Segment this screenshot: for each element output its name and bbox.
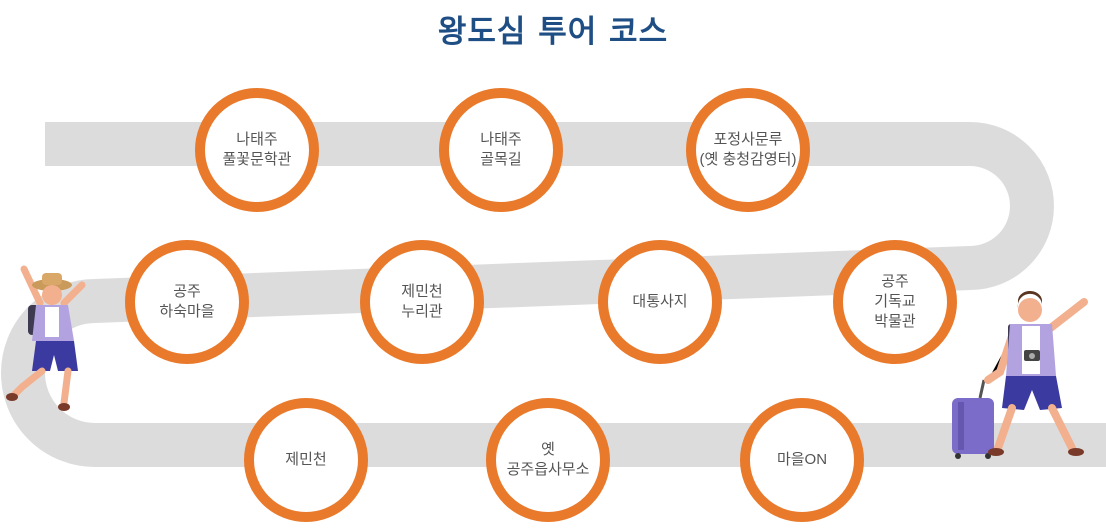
stop-pojeongsa-gate[interactable]: 포정사문루 (옛 충청감영터) xyxy=(686,88,810,212)
stop-pulkkot-literature-hall[interactable]: 나태주 풀꽃문학관 xyxy=(195,88,319,212)
traveler-right-illustration xyxy=(952,290,1088,459)
stop-maeul-on[interactable]: 마을ON xyxy=(740,398,864,522)
stop-hasuk-village[interactable]: 공주 하숙마을 xyxy=(125,240,249,364)
stop-jeminchon-nurigwan[interactable]: 제민천 누리관 xyxy=(360,240,484,364)
stop-natae-alley[interactable]: 나태주 골목길 xyxy=(439,88,563,212)
stop-daetongsa-site[interactable]: 대통사지 xyxy=(598,240,722,364)
stop-jeminchon[interactable]: 제민천 xyxy=(244,398,368,522)
stop-christian-museum[interactable]: 공주 기독교 박물관 xyxy=(833,240,957,364)
traveler-left-illustration xyxy=(6,265,86,411)
stop-old-eup-office[interactable]: 옛 공주읍사무소 xyxy=(486,398,610,522)
page-title: 왕도심 투어 코스 xyxy=(437,14,669,50)
